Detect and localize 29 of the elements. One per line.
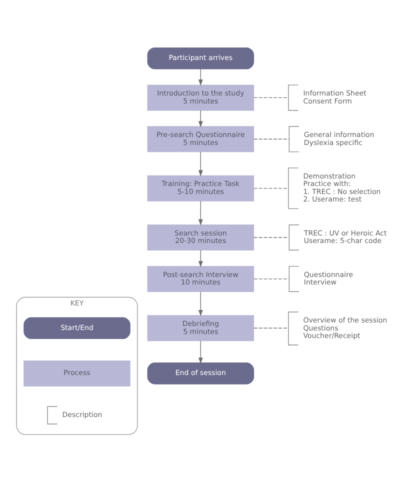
node-box: Start/End	[24, 317, 130, 340]
node-text: TREC : UV or Heroic Act Userame: 5-char code	[304, 228, 387, 246]
node-box: End of session	[147, 362, 254, 384]
node-box: Pre-search Questionnaire 5 minutes	[147, 126, 254, 152]
node-text: Overview of the session Questions Voucher/Receipt	[303, 316, 388, 340]
arrow	[198, 250, 203, 268]
arrow	[198, 152, 203, 176]
node-box: Participant arrives	[147, 47, 254, 70]
node-box: Debriefing 5 minutes	[147, 315, 254, 342]
node-box: Post-search Interview 10 minutes	[147, 266, 254, 292]
node-text: General information Dyslexia specific	[304, 130, 374, 147]
node-text: Questionnaire Interview	[304, 270, 354, 287]
node-text: Information Sheet Consent Form	[303, 88, 366, 106]
connector	[253, 138, 289, 140]
node-box: Process	[24, 360, 130, 386]
connector	[254, 188, 289, 189]
connector	[254, 97, 289, 98]
arrow	[198, 200, 203, 226]
arrow	[198, 291, 203, 316]
arrow	[198, 110, 203, 128]
arrow	[198, 340, 203, 364]
node-box: Introduction to the study 5 minutes	[147, 84, 254, 111]
node-box: Training: Practice Task 5-10 minutes	[147, 175, 254, 202]
node-box: Search session 20-30 minutes	[147, 224, 254, 250]
connector	[254, 278, 290, 280]
arrow	[198, 68, 203, 86]
node-text: Demonstration Practice with: 1. TREC : No selection 2. Userame: test	[303, 171, 381, 204]
connector	[254, 237, 289, 238]
node-text: Description	[62, 410, 102, 420]
